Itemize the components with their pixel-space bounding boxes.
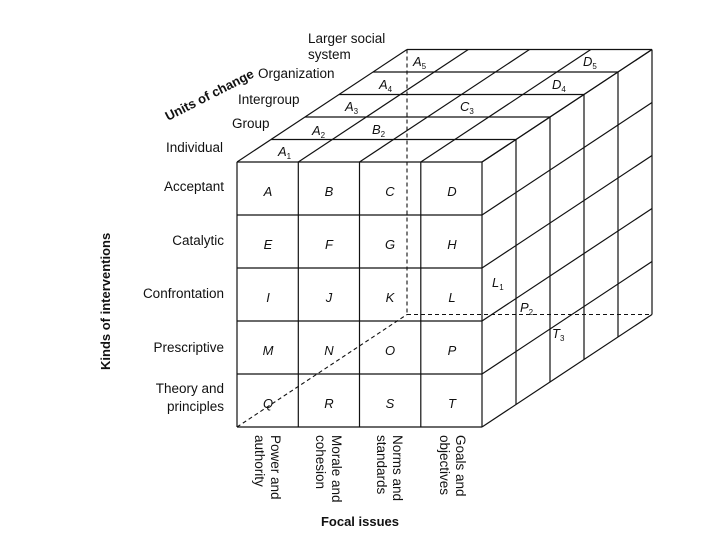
cell-c: C bbox=[385, 184, 395, 199]
hidden-depth-edge bbox=[236, 314, 408, 428]
cell-k: K bbox=[386, 290, 396, 305]
unit-label-group: Group bbox=[232, 116, 270, 131]
cell-t: T bbox=[448, 396, 457, 411]
cell-r: R bbox=[324, 396, 333, 411]
kind-label-theory-and: Theory and bbox=[156, 381, 224, 396]
cell-i: I bbox=[266, 290, 270, 305]
kind-label-principles: principles bbox=[167, 399, 224, 414]
front-face-cells: A B C D E F G H I J K L M N O P Q R S T bbox=[263, 184, 458, 411]
cube-grid bbox=[236, 48, 653, 428]
unit-label-organization: Organization bbox=[258, 66, 335, 81]
cell-a1: A1 bbox=[277, 144, 292, 161]
focal-label-goals-line2: objectives bbox=[437, 435, 452, 495]
cell-q: Q bbox=[263, 396, 273, 411]
units-of-change-axis: Units of change Individual Group Intergr… bbox=[163, 31, 386, 155]
cell-m: M bbox=[263, 343, 274, 358]
cell-l: L bbox=[448, 290, 455, 305]
side-grid-depth bbox=[481, 207, 653, 322]
cell-h: H bbox=[447, 237, 457, 252]
cell-d: D bbox=[447, 184, 456, 199]
cell-s: S bbox=[386, 396, 395, 411]
kind-label-confrontation: Confrontation bbox=[143, 286, 224, 301]
unit-label-larger-social: Larger social bbox=[308, 31, 385, 46]
focal-issues-title: Focal issues bbox=[321, 514, 399, 529]
kind-label-prescriptive: Prescriptive bbox=[153, 340, 224, 355]
focal-label-power-line2: authority bbox=[252, 435, 267, 487]
top-grid-depth bbox=[236, 48, 408, 163]
focal-label-morale-line2: cohesion bbox=[313, 435, 328, 489]
unit-label-intergroup: Intergroup bbox=[238, 92, 300, 107]
cell-b2: B2 bbox=[372, 122, 386, 139]
cell-j: J bbox=[325, 290, 333, 305]
cell-g: G bbox=[385, 237, 395, 252]
cell-n: N bbox=[324, 343, 334, 358]
cell-a5: A5 bbox=[412, 54, 427, 71]
cell-b: B bbox=[325, 184, 334, 199]
focal-label-norms-line2: standards bbox=[374, 435, 389, 495]
side-face-cells: L1 P2 T3 bbox=[492, 275, 565, 343]
cell-p: P bbox=[448, 343, 457, 358]
cell-o: O bbox=[385, 343, 395, 358]
cell-f: F bbox=[325, 237, 334, 252]
cell-c3: C3 bbox=[460, 99, 474, 116]
focal-label-power-line1: Power and bbox=[268, 435, 283, 500]
kind-label-catalytic: Catalytic bbox=[172, 233, 224, 248]
kind-label-acceptant: Acceptant bbox=[164, 179, 224, 194]
side-grid-depth bbox=[481, 154, 653, 269]
cell-t3: T3 bbox=[552, 326, 565, 343]
cell-e: E bbox=[264, 237, 273, 252]
cell-d4: D4 bbox=[552, 77, 566, 94]
top-face-cells: A1 A2 B2 A3 C3 A4 D4 A5 D5 bbox=[277, 54, 597, 161]
kinds-of-interventions-axis: Kinds of interventions Acceptant Catalyt… bbox=[98, 179, 224, 414]
top-grid-depth bbox=[420, 48, 592, 163]
kinds-of-interventions-title: Kinds of interventions bbox=[98, 233, 113, 370]
cell-d5: D5 bbox=[583, 54, 597, 71]
side-grid-depth bbox=[481, 48, 653, 163]
cube-hidden-edges bbox=[236, 49, 652, 428]
cell-a: A bbox=[263, 184, 273, 199]
side-grid-depth bbox=[481, 313, 653, 428]
cell-a3: A3 bbox=[344, 99, 359, 116]
cell-l1: L1 bbox=[492, 275, 504, 292]
focal-issues-axis: Power and authority Morale and cohesion … bbox=[252, 435, 468, 529]
focal-label-norms-line1: Norms and bbox=[390, 435, 405, 501]
top-grid-depth bbox=[359, 48, 530, 163]
unit-label-individual: Individual bbox=[166, 140, 223, 155]
side-grid-depth bbox=[481, 101, 653, 216]
focal-label-goals-line1: Goals and bbox=[453, 435, 468, 497]
side-grid-depth bbox=[481, 260, 653, 375]
unit-label-system: system bbox=[308, 47, 351, 62]
top-grid-depth bbox=[297, 48, 469, 163]
cell-a2: A2 bbox=[311, 123, 326, 140]
cell-a4: A4 bbox=[378, 77, 393, 94]
focal-label-morale-line1: Morale and bbox=[329, 435, 344, 503]
cell-p2: P2 bbox=[520, 300, 534, 317]
